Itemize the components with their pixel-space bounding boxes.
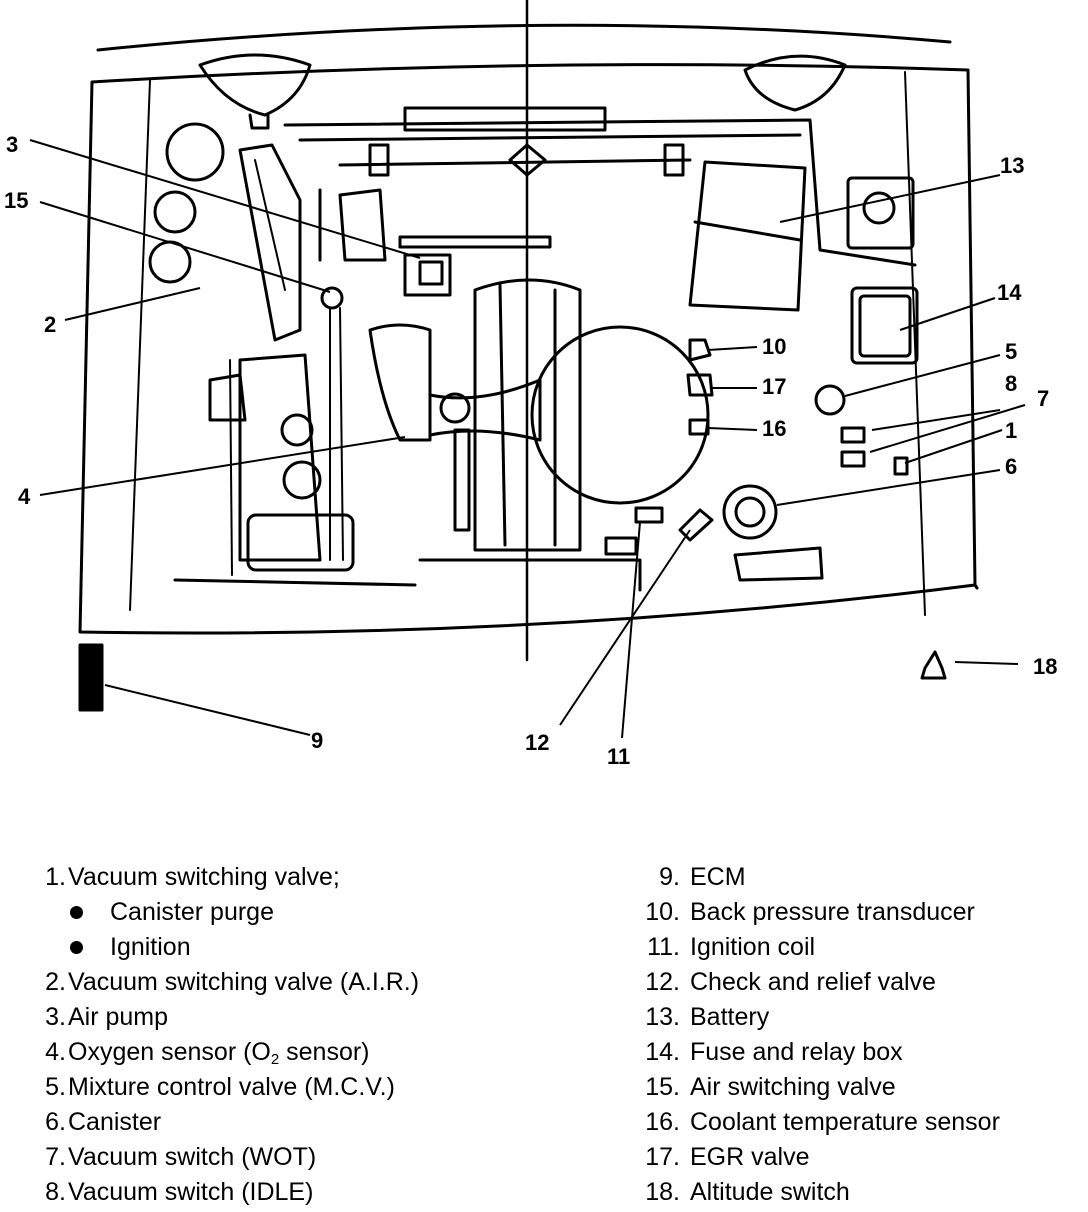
callout-4: 4 [18,484,31,509]
hood-outline [96,23,952,52]
fuse-relay-box [850,286,919,365]
altitude-switch [920,650,947,680]
legend-item-7: 7.Vacuum switch (WOT) [45,1143,317,1171]
legend-item-9: 9.ECM [659,863,746,891]
left-round-1 [165,122,225,182]
bullet-icon [70,906,83,919]
legend-item-10: 10.Back pressure transducer [645,898,975,926]
legend-item-6: 6.Canister [45,1108,162,1136]
callout-14: 14 [997,280,1022,305]
legend-subitem-canister-purge: Canister purge [18,895,608,930]
legend-item-8: 8.Vacuum switch (IDLE) [45,1178,314,1206]
callout-2: 2 [44,312,56,337]
callout-1: 1 [1005,418,1017,443]
callout-11: 11 [607,744,630,769]
callout-16: 16 [762,416,786,441]
right-hood-bowl [743,54,847,112]
legend-item-1: 1.Vacuum switching valve; [45,863,340,891]
air-cleaner [530,325,710,505]
callout-3: 3 [6,132,18,157]
battery [688,160,807,312]
canister [722,484,778,540]
legend-item-17: 17.EGR valve [645,1143,810,1171]
legend-item-16: 16.Coolant temperature sensor [645,1108,1000,1136]
legend-item-12: 12.Check and relief valve [645,968,936,996]
legend-item-14: 14.Fuse and relay box [645,1038,903,1066]
callout-6: 6 [1005,454,1017,479]
callout-15: 15 [4,188,28,213]
legend: 1.Vacuum switching valve; Canister purge… [0,860,1088,1212]
left-round-3 [148,240,192,284]
mixture-control-valve [814,384,846,416]
legend-item-18: 18.Altitude switch [645,1178,850,1206]
left-round-2 [153,190,197,234]
canister-body [246,513,355,572]
bullet-icon [70,941,83,954]
legend-item-2: 2.Vacuum switching valve (A.I.R.) [45,968,420,996]
air-pump [403,253,452,297]
callout-9: 9 [311,728,323,753]
legend-item-4: 4.Oxygen sensor (O2 sensor) [45,1038,370,1068]
legend-item-5: 5.Mixture control valve (M.C.V.) [45,1073,395,1101]
legend-item-15: 15.Air switching valve [645,1073,896,1101]
ecm [78,643,104,712]
callout-18: 18 [1033,654,1057,679]
callout-8: 8 [1005,371,1017,396]
legend-item-11: 11.Ignition coil [647,933,816,961]
callout-13: 13 [1000,153,1024,178]
callout-10: 10 [762,334,786,359]
callout-7: 7 [1037,386,1049,411]
engine-bay-diagram: 3 15 2 4 13 14 5 8 7 1 6 10 17 16 18 9 1… [4,0,1057,769]
callout-12: 12 [525,730,549,755]
legend-item-13: 13.Battery [645,1003,770,1031]
legend-item-3: 3.Air pump [45,1003,169,1031]
legend-subitem-ignition: Ignition [18,930,608,965]
callout-17: 17 [762,374,786,399]
engine-block [473,278,582,552]
callout-5: 5 [1005,339,1017,364]
legend-left-column: 1.Vacuum switching valve; Canister purge… [18,860,608,1210]
left-hood-bowl [198,53,312,117]
legend-right-column: 9.ECM 10.Back pressure transducer 11.Ign… [618,860,1088,1210]
